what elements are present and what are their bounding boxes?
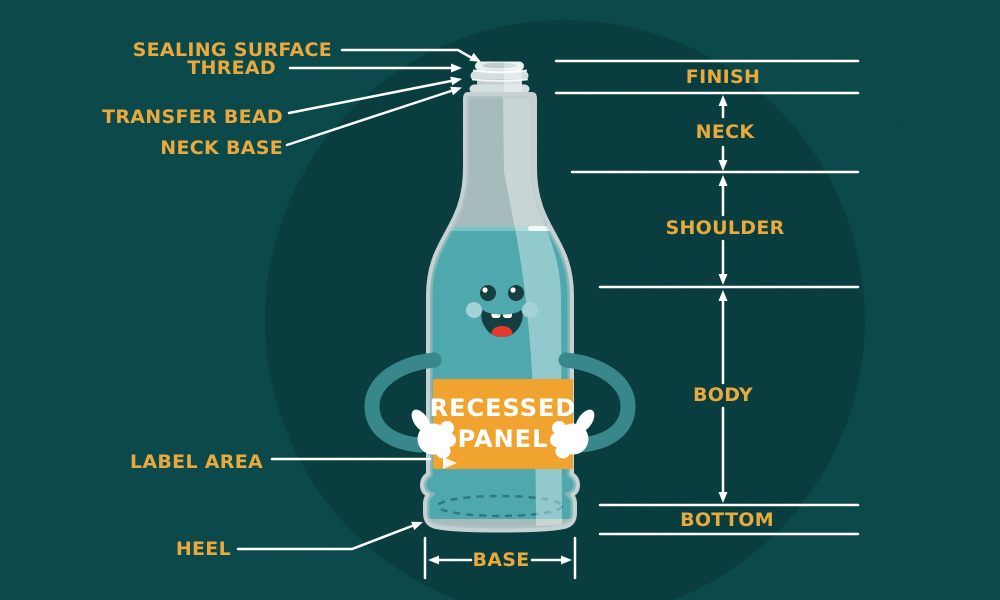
leader-heel — [236, 524, 414, 551]
label-neck: NECK — [695, 121, 755, 143]
mouth — [481, 310, 523, 337]
label-base: BASE — [472, 549, 530, 571]
right-cheek — [522, 302, 538, 318]
right-hand — [550, 409, 595, 459]
leader-lines — [236, 48, 473, 551]
leader-sealing-surface — [340, 48, 473, 59]
label-shoulder: SHOULDER — [665, 217, 785, 239]
recessed-panel-text: RECESSED PANEL — [430, 379, 576, 469]
bottle-finish — [469, 61, 530, 96]
body-arrow-up — [718, 290, 728, 301]
label-neck-base: NECK BASE — [160, 137, 283, 159]
liquid-surface — [424, 227, 576, 231]
neck-arrow-up — [718, 95, 728, 106]
base-arrow-left — [428, 555, 439, 565]
liquid — [424, 227, 576, 519]
arrowhead-neck-base — [450, 86, 462, 96]
label-finish: FINISH — [685, 66, 761, 88]
bead-highlight-line — [471, 78, 529, 82]
label-bottom: BOTTOM — [680, 509, 774, 531]
recessed-panel-sign — [433, 379, 573, 469]
arrowhead-thread — [451, 63, 462, 73]
body-arrow-down — [718, 492, 728, 503]
label-transfer-bead: TRANSFER BEAD — [102, 106, 283, 128]
arrowhead-sealing-surface — [469, 52, 481, 62]
label-area-pointer-icon — [443, 457, 457, 469]
panel-line2: PANEL — [457, 425, 549, 453]
left-arm — [364, 352, 442, 453]
label-body: BODY — [693, 384, 753, 406]
bottle-opening — [482, 62, 517, 69]
right-arm — [558, 352, 636, 453]
label-thread: THREAD — [187, 57, 276, 79]
left-hand — [411, 409, 456, 459]
dimension-lines — [423, 59, 860, 580]
base-dashed-ellipse — [436, 494, 564, 518]
arrowhead-heel — [411, 521, 423, 531]
dimension-arrowheads — [428, 95, 728, 565]
shoulder-arrow-down — [718, 274, 728, 285]
arrowhead-transfer-bead — [450, 76, 462, 86]
finish-highlight — [504, 62, 522, 96]
leader-transfer-bead — [287, 79, 453, 115]
leader-neck-base — [285, 89, 453, 147]
label-sealing-surface: SEALING SURFACE — [132, 39, 332, 61]
thread-highlight-line — [472, 69, 528, 74]
base-arrow-right — [561, 555, 572, 565]
right-eye — [508, 285, 524, 301]
shoulder-arrow-up — [718, 175, 728, 186]
panel-line1: RECESSED — [429, 394, 577, 422]
left-cheek — [466, 302, 482, 318]
label-heel: HEEL — [175, 538, 231, 560]
leader-arrowheads — [411, 52, 481, 531]
glass-outline — [420, 92, 580, 533]
neck-arrow-down — [718, 160, 728, 171]
left-eye — [480, 285, 496, 301]
label-label-area: LABEL AREA — [129, 451, 263, 473]
